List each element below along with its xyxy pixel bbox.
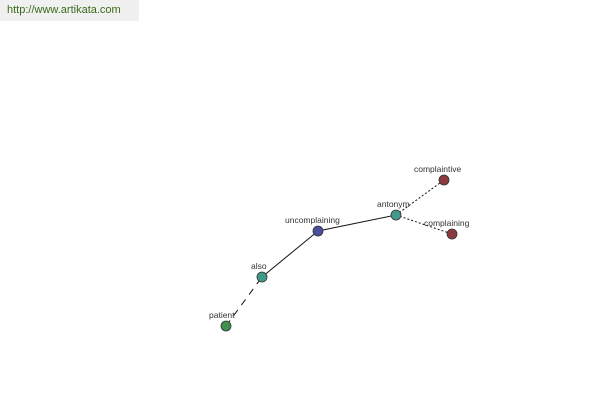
source-url[interactable]: http://www.artikata.com	[0, 0, 139, 21]
node-complaintive[interactable]: complaintive	[414, 164, 462, 186]
node-marker-complaining[interactable]	[446, 228, 458, 240]
node-label-complaining: complaining	[424, 218, 470, 228]
edge-uncomplaining-antonym	[317, 214, 397, 232]
node-marker-complaintive[interactable]	[438, 174, 450, 186]
node-layer: patient also uncomplaining antonym complaint…	[209, 164, 470, 332]
node-complaining[interactable]: complaining	[424, 218, 470, 240]
node-label-patient: patient	[209, 310, 235, 320]
node-marker-antonym[interactable]	[390, 209, 402, 221]
edge-patient-also	[225, 276, 263, 327]
node-uncomplaining[interactable]: uncomplaining	[285, 215, 340, 237]
edge-antonym-complaintive	[395, 179, 445, 216]
edge-also-uncomplaining	[261, 230, 319, 278]
node-marker-uncomplaining[interactable]	[312, 225, 324, 237]
node-antonym[interactable]: antonym	[377, 199, 410, 221]
node-marker-also[interactable]	[256, 271, 268, 283]
node-label-antonym: antonym	[377, 199, 410, 209]
node-patient[interactable]: patient	[209, 310, 235, 332]
node-label-also: also	[251, 261, 267, 271]
edge-antonym-complaining	[395, 214, 453, 235]
node-marker-patient[interactable]	[220, 320, 232, 332]
edge-layer	[225, 179, 453, 327]
node-also[interactable]: also	[251, 261, 268, 283]
node-label-complaintive: complaintive	[414, 164, 462, 174]
node-label-uncomplaining: uncomplaining	[285, 215, 340, 225]
